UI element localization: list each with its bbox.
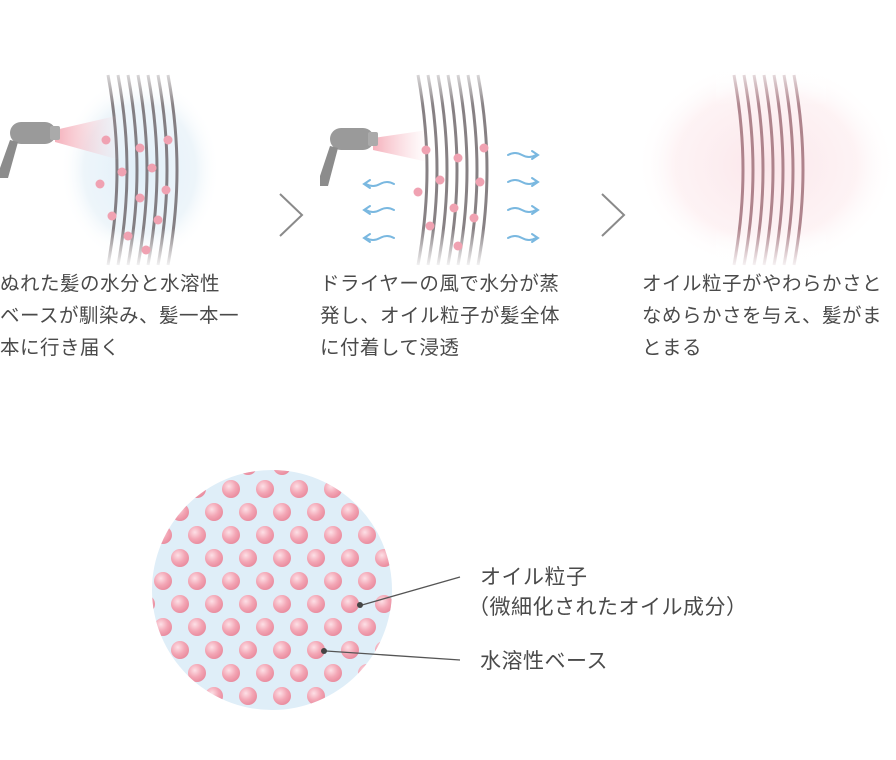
caption-line: オイル粒子がやわらかさと [642, 272, 883, 295]
caption-line: ベースが馴染み、髪一本一 [0, 304, 240, 327]
oil-particle [222, 480, 240, 498]
caption-line: に付着して浸透 [320, 336, 460, 359]
oil-particle [307, 503, 325, 521]
oil-particle [307, 595, 325, 613]
oil-particle [256, 572, 274, 590]
oil-particle [256, 664, 274, 682]
oil-particle [188, 572, 206, 590]
oil-particle [188, 526, 206, 544]
oil-particle [171, 641, 189, 659]
oil-label-subtitle: （微細化されたオイル成分） [468, 595, 748, 619]
chevron-right-icon [601, 193, 626, 237]
oil-particle [222, 526, 240, 544]
caption-line: とまる [642, 336, 703, 359]
step-1-caption: ぬれた髪の水分と水溶性 ベースが馴染み、髪一本一 本に行き届く [0, 268, 239, 364]
oil-particle [239, 641, 257, 659]
caption-line: ぬれた髪の水分と水溶性 [0, 272, 221, 295]
hair-dryer-icon [320, 128, 378, 186]
oil-particle [188, 664, 206, 682]
oil-particle [341, 595, 359, 613]
oil-particle [239, 687, 257, 705]
oil-particle-label: オイル粒子 （微細化されたオイル成分） [468, 562, 748, 622]
oil-particle [256, 526, 274, 544]
oil-particle [171, 549, 189, 567]
caption-line: 本に行き届く [0, 336, 121, 359]
oil-particle [205, 595, 223, 613]
oil-particle [222, 572, 240, 590]
oil-particle [239, 503, 257, 521]
oil-particle [341, 641, 359, 659]
oil-particles [413, 143, 489, 251]
oil-particle [341, 503, 359, 521]
leader-lines [321, 576, 461, 661]
oil-particle [324, 618, 342, 636]
hair-dryer-icon [0, 122, 60, 178]
evaporation-arrows [362, 150, 540, 243]
oil-particle [239, 549, 257, 567]
step-3-illustration [636, 60, 896, 270]
oil-particle [324, 572, 342, 590]
oil-particle [205, 549, 223, 567]
oil-particle [273, 503, 291, 521]
oil-particle [358, 526, 376, 544]
oil-particle [171, 595, 189, 613]
oil-particle [307, 549, 325, 567]
oil-particle [273, 549, 291, 567]
caption-line: ドライヤーの風で水分が蒸 [320, 272, 560, 295]
oil-particle [256, 480, 274, 498]
oil-particle [222, 618, 240, 636]
oil-particle [290, 572, 308, 590]
step-1-illustration [0, 60, 220, 270]
oil-particle [154, 572, 172, 590]
oil-particle [239, 595, 257, 613]
oil-particle [205, 503, 223, 521]
oil-particle [307, 641, 325, 659]
oil-particle [188, 618, 206, 636]
oil-particle [290, 480, 308, 498]
oil-particle [358, 572, 376, 590]
oil-particle [290, 618, 308, 636]
oil-particle [290, 526, 308, 544]
oil-particle [222, 664, 240, 682]
step-2-illustration [320, 60, 540, 270]
oil-particle [273, 595, 291, 613]
water-base-label: 水溶性ベース [480, 649, 608, 673]
oil-particle [324, 664, 342, 682]
caption-line: なめらかさを与え、髪がま [642, 304, 883, 327]
chevron-right-icon [279, 193, 304, 237]
caption-line: 発し、オイル粒子が髪全体 [320, 304, 561, 327]
oil-particles [95, 135, 173, 255]
step-3-caption: オイル粒子がやわらかさと なめらかさを与え、髪がま とまる [642, 268, 882, 364]
oil-particle [273, 641, 291, 659]
oil-particle [341, 549, 359, 567]
oil-particle [205, 641, 223, 659]
oil-particle [290, 664, 308, 682]
oil-particle [256, 618, 274, 636]
oil-particle [273, 687, 291, 705]
step-2-caption: ドライヤーの風で水分が蒸 発し、オイル粒子が髪全体 に付着して浸透 [320, 268, 560, 364]
emulsion-detail: オイル粒子 （微細化されたオイル成分） 水溶性ベース [0, 440, 896, 760]
oil-particle [324, 526, 342, 544]
oil-label-title: オイル粒子 [480, 565, 588, 589]
oil-particle [358, 618, 376, 636]
magnified-circle [152, 470, 392, 710]
